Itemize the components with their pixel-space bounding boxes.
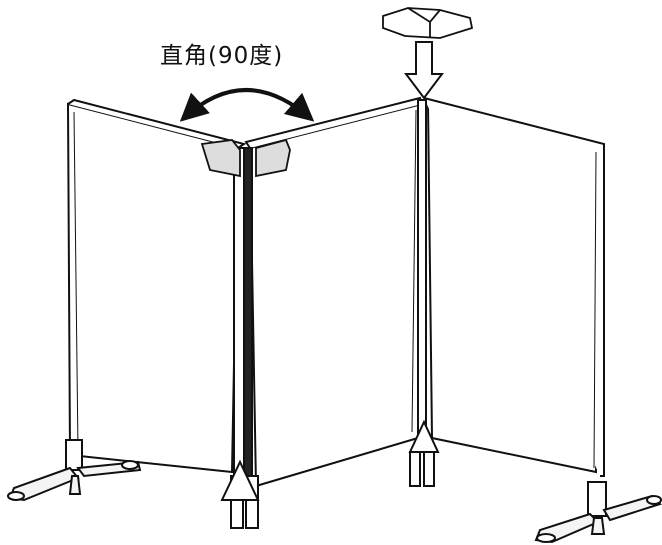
panel-right xyxy=(423,97,605,477)
left-foot xyxy=(7,439,142,502)
down-arrow-icon xyxy=(404,41,444,100)
angle-double-arrow xyxy=(179,88,315,122)
angle-label: 直角(90度) xyxy=(160,43,284,69)
corner-cap-icon xyxy=(200,138,291,178)
panel-left xyxy=(66,98,247,474)
corner-connector-icon xyxy=(382,7,474,39)
right-foot xyxy=(534,481,662,544)
panel-middle xyxy=(244,96,424,488)
right-joint-post xyxy=(408,99,440,487)
